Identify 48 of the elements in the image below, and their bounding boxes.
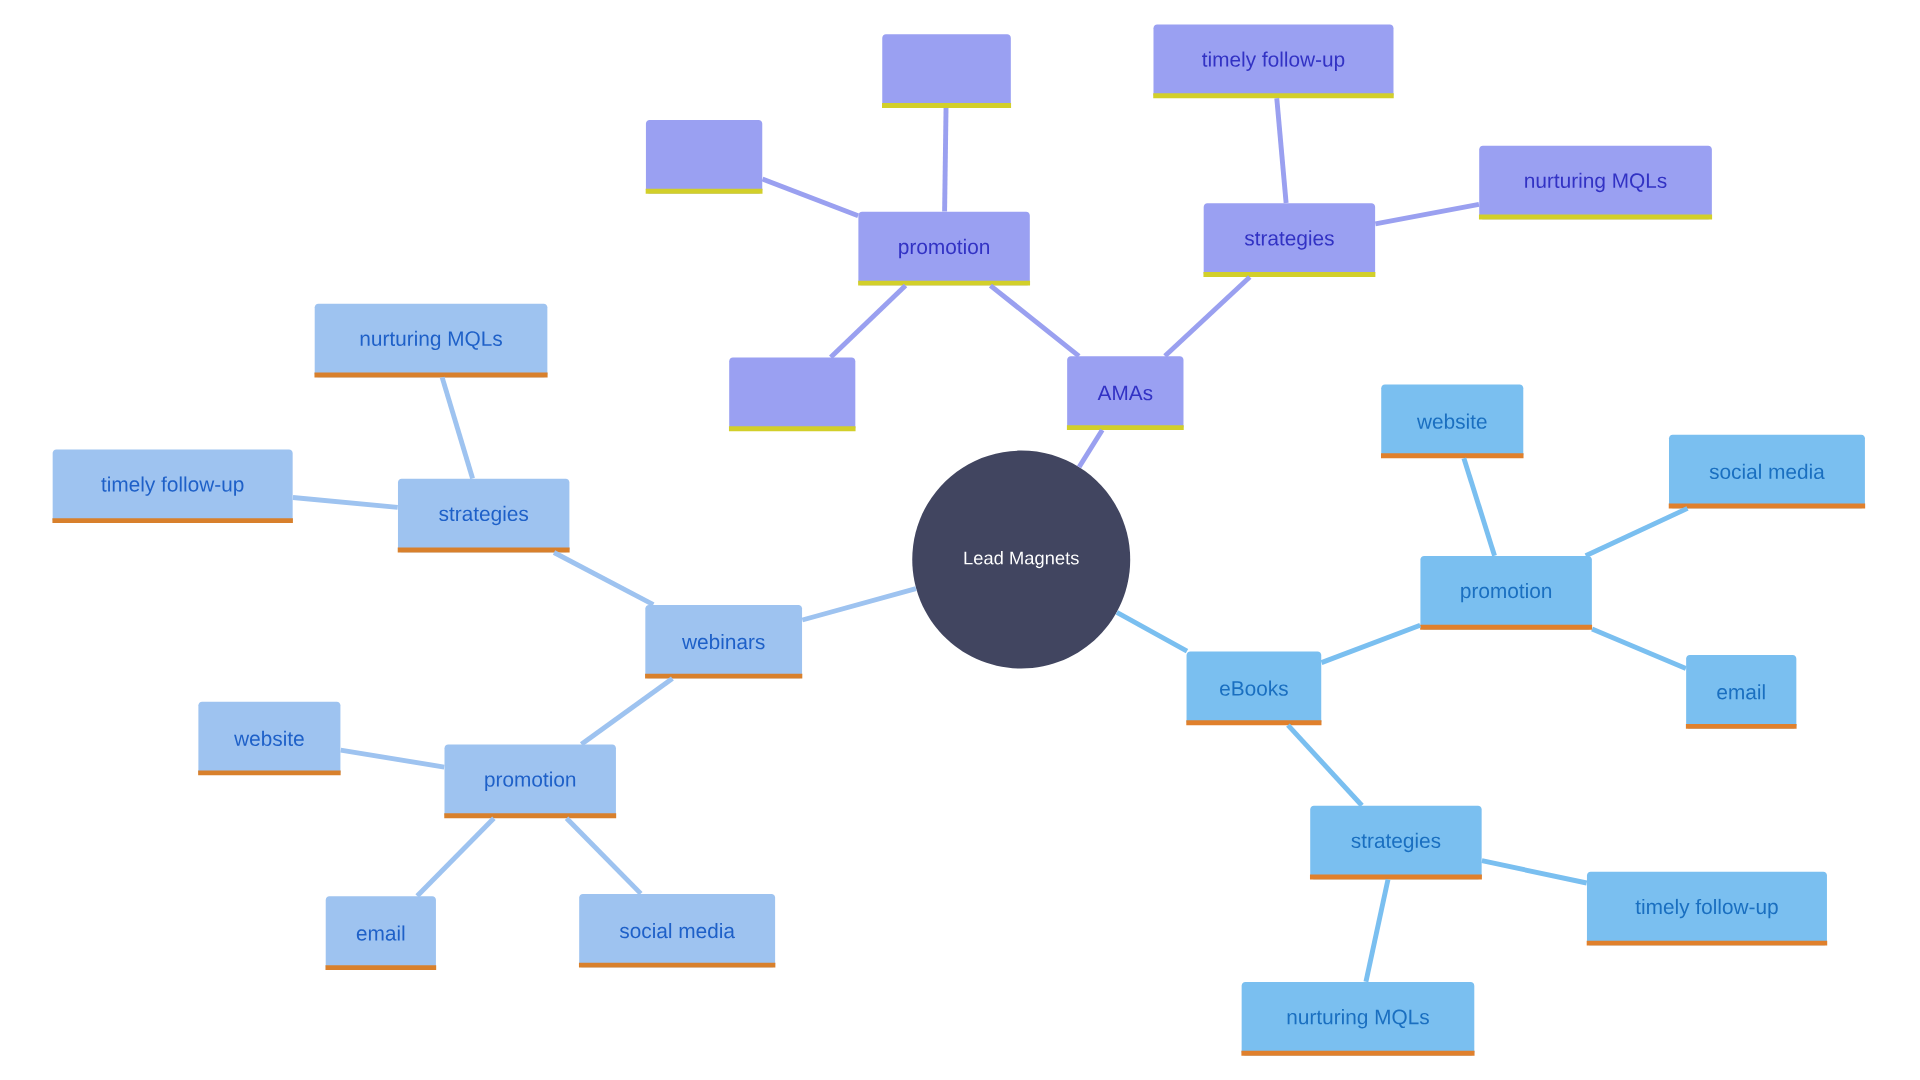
- topic-box: strategies: [1203, 203, 1376, 277]
- connector-line: [1363, 878, 1391, 983]
- connector-line: [1461, 457, 1497, 557]
- topic-box: strategies: [397, 478, 570, 553]
- topic-box: timely follow-up: [1153, 24, 1394, 99]
- connector-line: [1274, 98, 1289, 204]
- topic-box: strategies: [1309, 805, 1482, 880]
- connector-line: [1077, 428, 1105, 469]
- topic-box: webinars: [645, 604, 803, 679]
- topic-box: email: [325, 896, 437, 971]
- topic-box: AMAs: [1066, 356, 1184, 431]
- connector-line: [1286, 723, 1364, 808]
- empty-box: [645, 120, 763, 194]
- connector-line: [552, 550, 655, 607]
- connector-line: [801, 586, 917, 623]
- connector-line: [292, 495, 398, 510]
- connector-line: [942, 107, 949, 212]
- topic-box: website: [198, 701, 341, 776]
- connector-line: [1374, 201, 1480, 227]
- empty-box: [882, 34, 1012, 108]
- topic-box: promotion: [444, 744, 617, 819]
- connector-line: [439, 376, 475, 480]
- connector-line: [1320, 622, 1422, 665]
- empty-box: [728, 357, 856, 432]
- topic-box: nurturing MQLs: [1478, 145, 1713, 220]
- topic-box: promotion: [1420, 555, 1593, 630]
- connector-line: [415, 816, 496, 898]
- topic-box: timely follow-up: [1586, 871, 1828, 946]
- connector-line: [1481, 858, 1588, 886]
- connector-line: [1163, 275, 1252, 358]
- connector-line: [829, 283, 908, 360]
- connector-line: [564, 816, 643, 896]
- connector-line: [579, 676, 674, 747]
- topic-box: nurturing MQLs: [314, 303, 548, 378]
- topic-box: promotion: [858, 211, 1031, 286]
- connector-line: [1591, 626, 1687, 671]
- topic-box: social media: [578, 893, 776, 968]
- topic-box: timely follow-up: [52, 449, 293, 524]
- topic-box: email: [1685, 655, 1797, 729]
- topic-box: social media: [1668, 434, 1866, 509]
- topic-box: eBooks: [1186, 651, 1322, 726]
- connector-line: [1115, 610, 1189, 654]
- connector-line: [761, 176, 859, 218]
- connector-line: [340, 747, 445, 770]
- topic-box: nurturing MQLs: [1241, 982, 1475, 1056]
- topic-box: website: [1381, 384, 1524, 459]
- connector-line: [988, 283, 1081, 358]
- connector-line: [1584, 506, 1689, 558]
